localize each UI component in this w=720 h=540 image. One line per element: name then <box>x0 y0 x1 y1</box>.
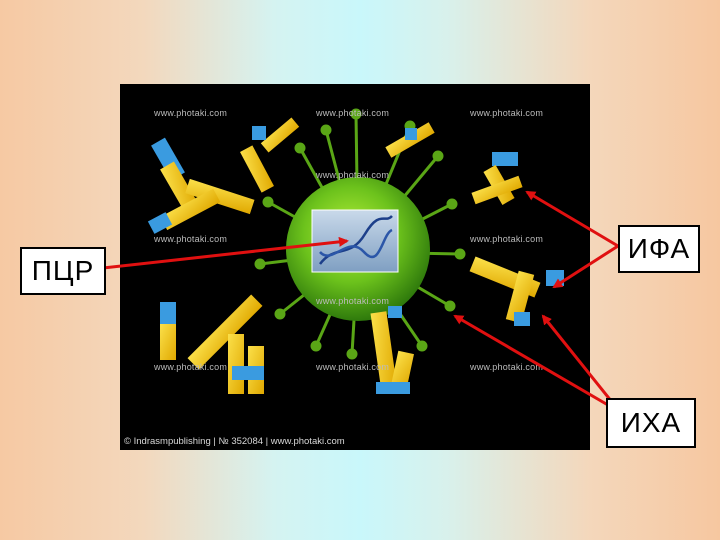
watermark-4: www.photaki.com <box>316 170 390 180</box>
arrow-pcr <box>102 236 349 270</box>
watermark-3: www.photaki.com <box>470 108 544 118</box>
watermark-7: www.photaki.com <box>316 296 390 306</box>
label-ifa: ИФА <box>618 225 700 273</box>
watermark-9: www.photaki.com <box>316 362 390 372</box>
watermark-8: www.photaki.com <box>154 362 228 372</box>
arrow-iha-right <box>541 314 622 413</box>
watermark-10: www.photaki.com <box>470 362 544 372</box>
virus-illustration: www.photaki.com www.photaki.com www.phot… <box>120 84 590 450</box>
label-pcr: ПЦР <box>20 247 106 295</box>
watermark-5: www.photaki.com <box>154 234 228 244</box>
virus-antibody-drawing <box>147 108 564 394</box>
watermark-1: www.photaki.com <box>154 108 228 118</box>
arrow-iha-left <box>453 314 621 414</box>
watermark-6: www.photaki.com <box>470 234 544 244</box>
arrow-ifa-bottom <box>552 244 619 289</box>
image-credit: © Indrasmpublishing | № 352084 | www.pho… <box>124 436 345 447</box>
arrow-ifa-top <box>525 190 619 248</box>
watermark-2: www.photaki.com <box>316 108 390 118</box>
label-iha: ИХА <box>606 398 696 448</box>
